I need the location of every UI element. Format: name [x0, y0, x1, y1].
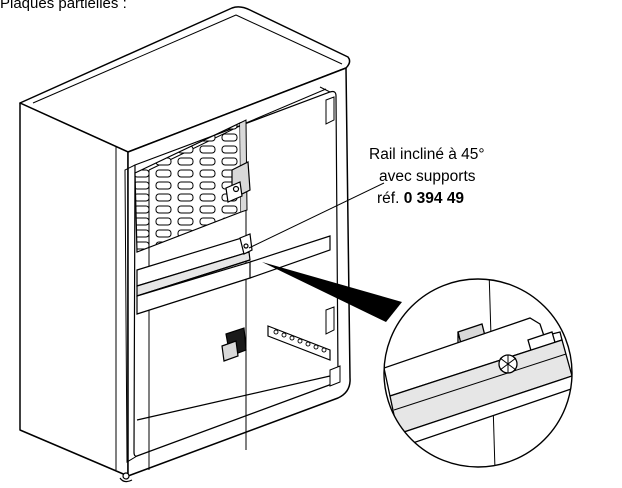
zoom-detail-circle: [383, 278, 573, 468]
cabinet-bottom: [119, 375, 331, 483]
callout-line-3: réf. 0 394 49: [369, 188, 485, 210]
callout-ref-number: 0 394 49: [403, 190, 465, 207]
lower-bracket: [221, 327, 247, 362]
rail-callout: Rail incliné à 45° avec supports réf. 0 …: [369, 144, 485, 210]
callout-line-1: Rail incliné à 45°: [369, 146, 485, 163]
inclined-rail: [136, 233, 253, 297]
din-rail-right: [267, 325, 331, 361]
screw-icon: [498, 354, 518, 374]
right-mount-rail: [325, 96, 341, 387]
zoom-pointer: [262, 262, 402, 322]
callout-line-2: avec supports: [379, 168, 476, 185]
callout-ref-prefix: réf.: [377, 190, 400, 207]
callout-leader-line: [248, 182, 385, 249]
upper-bracket: [225, 161, 251, 203]
page-title: Plaques partielles :: [0, 0, 127, 12]
lower-crossbar: [136, 235, 331, 315]
